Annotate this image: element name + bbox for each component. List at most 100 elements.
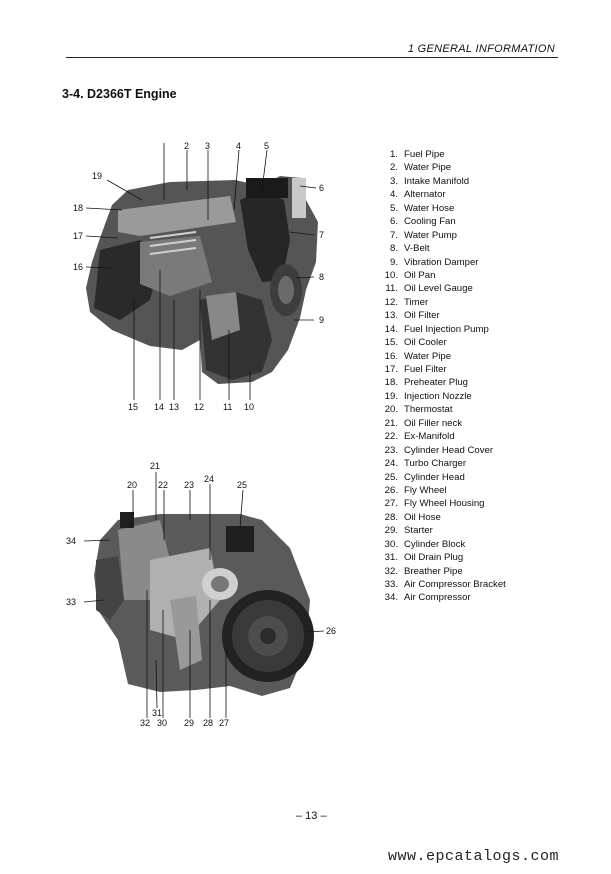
parts-list-item: 13. Oil Filter (372, 309, 506, 322)
callout-22: 22 (158, 480, 168, 490)
lower-leader-lines (83, 472, 325, 718)
part-name: Cooling Fan (404, 216, 456, 228)
header-rule (66, 57, 558, 58)
part-number: 14. (384, 323, 398, 335)
part-number: 11. (385, 283, 398, 295)
part-number: 2. (389, 162, 398, 174)
parts-list-item: 15.Oil Cooler (372, 336, 506, 349)
parts-list-item: 1. Fuel Pipe (372, 148, 506, 161)
callout-23: 23 (184, 480, 194, 490)
part-name: Breather Pipe (404, 565, 463, 577)
part-number: 28. (384, 511, 398, 523)
part-name: Timer (404, 296, 429, 308)
parts-list-item: 27. Fly Wheel Housing (372, 497, 506, 510)
parts-list-item: 31. Oil Drain Plug (372, 551, 506, 564)
part-name: Water Pipe (404, 162, 452, 174)
part-number: 25. (384, 471, 398, 483)
part-name: Intake Manifold (404, 175, 470, 187)
part-name: Water Pump (404, 229, 457, 241)
part-number: 22. (384, 431, 398, 443)
part-name: Fuel Pipe (404, 149, 445, 160)
part-number: 34. (384, 592, 398, 604)
part-number: 19. (384, 390, 398, 402)
part-name: Oil Pan (404, 269, 436, 281)
parts-list-item: 14. Fuel Injection Pump (372, 323, 506, 336)
part-number: 24. (384, 458, 398, 470)
parts-list-item: 11.Oil Level Gauge (372, 282, 506, 295)
callout-13: 13 (169, 402, 179, 412)
parts-list-item: 21. Oil Filler neck (372, 417, 506, 430)
callout-30: 30 (157, 718, 167, 728)
parts-list-item: 9.Vibration Damper (372, 256, 506, 269)
part-name: Oil Drain Plug (404, 552, 464, 564)
part-number: 8. (389, 243, 398, 255)
parts-list-item: 33.Air Compressor Bracket (372, 578, 506, 591)
parts-list-item: 18.Preheater Plug (372, 376, 506, 389)
parts-list-item: 32. Breather Pipe (372, 565, 506, 578)
part-name: Injection Nozzle (404, 390, 472, 402)
part-name: Oil Filter (404, 310, 440, 322)
callout-14: 14 (154, 402, 164, 412)
part-name: Turbo Charger (404, 458, 467, 470)
part-number: 21. (384, 417, 398, 429)
parts-list-item: 12.Timer (372, 296, 506, 309)
parts-list-item: 34.Air Compressor (372, 591, 506, 604)
callout-33: 33 (66, 597, 76, 607)
parts-list-item: 30.Cylinder Block (372, 538, 506, 551)
callout-12: 12 (194, 402, 204, 412)
part-number: 13. (384, 310, 398, 322)
part-number: 4. (389, 189, 398, 201)
callout-34: 34 (66, 536, 76, 546)
callout-17: 17 (73, 231, 83, 241)
lower-callouts: 21 20 22 23 24 25 34 33 26 31 32 30 29 2… (66, 461, 336, 728)
part-number: 32. (384, 565, 398, 577)
parts-list-item: 19. Injection Nozzle (372, 390, 506, 403)
callout-9: 9 (319, 315, 324, 325)
callout-26: 26 (326, 626, 336, 636)
watermark: www.epcatalogs.com (387, 848, 559, 865)
part-number: 10. (384, 269, 398, 281)
part-name: Ex-Manifold (404, 431, 455, 443)
part-name: Oil Cooler (404, 337, 447, 349)
parts-list-item: 23.Cylinder Head Cover (372, 444, 506, 457)
callout-7: 7 (319, 230, 324, 240)
part-number: 29. (384, 525, 398, 537)
part-name: Fly Wheel Housing (404, 498, 485, 510)
parts-list-item: 25.Cylinder Head (372, 471, 506, 484)
callout-6: 6 (319, 183, 324, 193)
part-name: Air Compressor Bracket (404, 579, 506, 590)
parts-list-item: 28.Oil Hose (372, 511, 506, 524)
parts-list-item: 3. Intake Manifold (372, 175, 506, 188)
part-number: 31. (384, 552, 398, 564)
part-number: 27. (384, 498, 398, 510)
parts-list-item: 6. Cooling Fan (372, 215, 506, 228)
callout-31: 31 (152, 708, 162, 718)
lower-engine-picture (94, 512, 314, 696)
part-name: Alternator (404, 189, 446, 201)
part-name: Thermostat (404, 404, 453, 416)
page-number: – 13 – (296, 810, 327, 822)
part-number: 6. (389, 216, 398, 228)
upper-leader-lines (85, 143, 317, 400)
part-name: Fuel Injection Pump (404, 323, 489, 335)
part-name: Oil Filler neck (404, 417, 463, 429)
part-name: V-Belt (404, 243, 430, 255)
part-number: 20. (384, 404, 398, 416)
callout-3: 3 (205, 141, 210, 151)
parts-list-item: 2. Water Pipe (372, 161, 506, 174)
part-number: 23. (384, 444, 398, 456)
part-number: 1. (389, 149, 398, 160)
parts-list-item: 24. Turbo Charger (372, 457, 506, 470)
callout-2: 2 (184, 141, 189, 151)
parts-list-item: 26.Fly Wheel (372, 484, 506, 497)
parts-list-item: 22. Ex-Manifold (372, 430, 506, 443)
callout-18: 18 (73, 203, 83, 213)
callout-11: 11 (223, 402, 232, 412)
callout-21: 21 (150, 461, 160, 471)
callout-8: 8 (319, 272, 324, 282)
part-number: 3. (389, 175, 398, 187)
callout-19: 19 (92, 171, 102, 181)
callout-16: 16 (73, 262, 83, 272)
part-name: Fuel Filter (404, 364, 447, 375)
callout-4: 4 (236, 141, 241, 151)
